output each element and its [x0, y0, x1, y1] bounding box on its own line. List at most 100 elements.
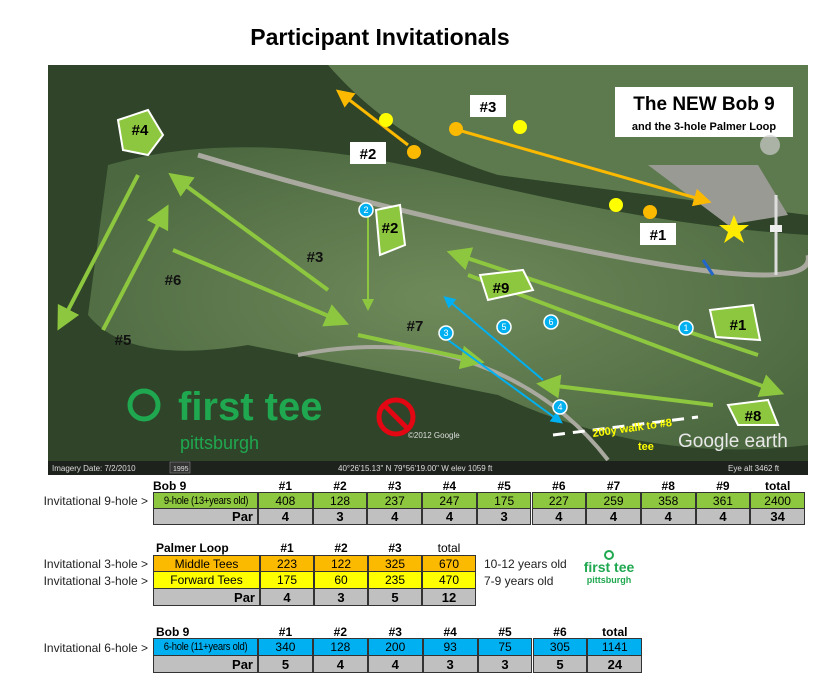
svg-text:40°26'15.13" N 79°56'19.00" W: 40°26'15.13" N 79°56'19.00" W elev 1059 …	[338, 464, 493, 473]
star-icon	[719, 215, 749, 243]
t6-par-cell: 5	[258, 655, 313, 673]
first-tee-logo: first tee pittsburgh	[578, 550, 640, 585]
t3-header-1: #2	[334, 541, 348, 555]
course-aerial-map: 2 3 4 5 6 1 #4 #2 #9 #1 #8 #3 #6 #5 #7 #…	[48, 65, 808, 475]
svg-text:tee: tee	[638, 441, 654, 453]
t9-par-cell: 4	[586, 508, 641, 525]
t9-yards-cell: 175	[476, 492, 532, 509]
t3-name: Palmer Loop	[156, 541, 229, 555]
palmer-tee-markers	[379, 113, 657, 219]
t6-par-label: Par	[153, 655, 258, 673]
t6-tee: 6-hole (11+years old)	[163, 641, 248, 653]
t9-yards-cell: 2400	[750, 492, 805, 509]
t9-header-3: #4	[442, 479, 457, 493]
t3-header-2: #3	[388, 541, 402, 555]
t6-yards-cell: 340	[258, 638, 313, 656]
t3-forward-ages: 7-9 years old	[484, 574, 554, 588]
t9-header-5: #6	[552, 479, 566, 493]
t9-header-6: #7	[606, 479, 621, 493]
svg-text:Imagery Date: 7/2/2010: Imagery Date: 7/2/2010	[52, 464, 136, 473]
t3-forward_yards-cell: 470	[422, 571, 476, 589]
t6-header-5: #6	[553, 625, 567, 639]
t9-par-cell: 4	[695, 508, 751, 525]
t3-par-cell: 3	[314, 588, 368, 606]
t9-yards-cell: 247	[422, 492, 477, 509]
t6-par-cell: 24	[587, 655, 643, 673]
t3-middle_yards-cell: 122	[314, 555, 368, 572]
t3-middle_yards-cell: 325	[368, 555, 422, 572]
t6-par-cell: 4	[367, 655, 423, 673]
t9-par-label: Par	[153, 508, 258, 525]
page-title: Participant Invitationals	[250, 24, 510, 50]
t3-middle-tees: Middle Tees	[153, 555, 260, 572]
t6-yards-cell: 200	[367, 638, 423, 656]
t6-yards-cell: 75	[477, 638, 533, 656]
t3-forward_yards-cell: 175	[260, 571, 314, 589]
svg-text:6: 6	[548, 317, 553, 327]
t3-row-label-1: Invitational 3-hole >	[43, 557, 148, 571]
svg-text:#7: #7	[407, 318, 424, 335]
svg-text:4: 4	[557, 402, 562, 412]
t6-header-0: #1	[278, 625, 293, 639]
svg-text:#2: #2	[360, 146, 377, 163]
t9-yards-cell: 227	[531, 492, 587, 509]
t6-yards-cell: 93	[422, 638, 478, 656]
map-navigation-controls[interactable]	[760, 135, 782, 275]
logo-pin-icon	[604, 550, 614, 560]
t9-tee: 9-hole (13+years old)	[163, 494, 248, 507]
map-first-tee-logo: first tee pittsburgh	[127, 385, 323, 453]
t9-header-9: total	[764, 479, 791, 493]
t9-name: Bob 9	[153, 479, 187, 493]
t6-header-4: #5	[498, 625, 512, 639]
t6-yards-cell: 305	[532, 638, 588, 656]
t6-par-cell: 3	[422, 655, 478, 673]
logo-sub: pittsburgh	[586, 575, 632, 585]
logo-main: first tee	[583, 559, 635, 575]
t6-tee-cell: 6-hole (11+years old)	[153, 638, 258, 656]
t9-header-1: #2	[333, 479, 347, 493]
t3-forward-tees: Forward Tees	[153, 571, 260, 589]
t9-yards-cell: 408	[258, 492, 313, 509]
svg-text:first tee: first tee	[178, 385, 323, 429]
t6-header-1: #2	[333, 625, 348, 639]
orange-route-arrows	[335, 89, 712, 207]
t9-par-cell: 4	[531, 508, 587, 525]
map-subheading: and the 3-hole Palmer Loop	[632, 121, 777, 133]
t9-par-cell: 34	[750, 508, 805, 525]
svg-text:#5: #5	[115, 332, 132, 349]
svg-text:#4: #4	[132, 122, 149, 139]
t9-tee-cell: 9-hole (13+years old)	[153, 492, 258, 509]
svg-text:3: 3	[443, 328, 448, 338]
t9-header-2: #3	[388, 479, 402, 493]
t3-par-cell: 5	[368, 588, 422, 606]
svg-text:2: 2	[363, 205, 368, 215]
t3-row-label-2: Invitational 3-hole >	[43, 574, 148, 588]
t6-par-cell: 4	[312, 655, 368, 673]
t3-forward_yards-cell: 60	[314, 571, 368, 589]
svg-text:1: 1	[683, 323, 688, 333]
svg-text:#6: #6	[165, 272, 182, 289]
hole-flag-labels: #4 #2 #9 #1 #8 #3 #6 #5 #7 #2 #3 #1	[115, 95, 780, 426]
svg-text:#1: #1	[730, 317, 747, 334]
t6-row-label: Invitational 6-hole >	[43, 641, 148, 655]
t3-middle_yards-cell: 670	[422, 555, 476, 572]
t3-par-cell: 4	[260, 588, 314, 606]
svg-text:#3: #3	[480, 99, 497, 116]
t3-middle_yards-cell: 223	[260, 555, 314, 572]
svg-text:#1: #1	[650, 227, 667, 244]
t9-header-7: #8	[661, 479, 675, 493]
t9-par-cell: 4	[367, 508, 423, 525]
svg-text:5: 5	[501, 322, 506, 332]
t9-par-cell: 3	[476, 508, 532, 525]
map-heading: The NEW Bob 9	[633, 94, 774, 115]
t9-yards-cell: 237	[367, 492, 423, 509]
svg-text:#8: #8	[745, 408, 762, 425]
t3-par-cell: 12	[422, 588, 476, 606]
t6-yards-cell: 128	[312, 638, 368, 656]
t9-row-label: Invitational 9-hole >	[43, 494, 148, 508]
t6-yards-cell: 1141	[587, 638, 643, 656]
t6-header-6: total	[602, 625, 628, 639]
t9-par-cell: 4	[422, 508, 477, 525]
t3-middle-ages: 10-12 years old	[484, 557, 567, 571]
t9-yards-cell: 358	[640, 492, 696, 509]
